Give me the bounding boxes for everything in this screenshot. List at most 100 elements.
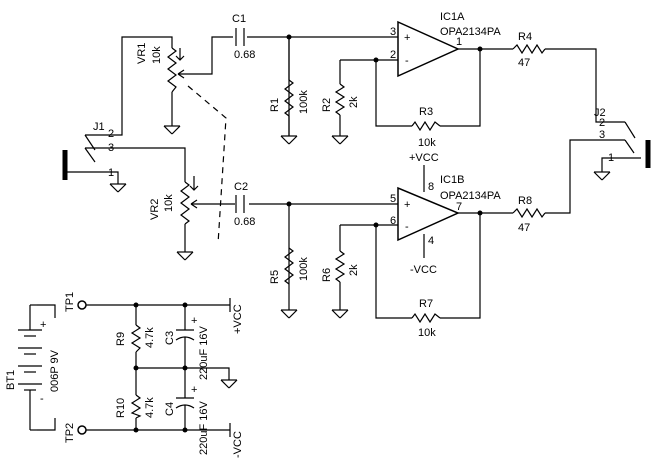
capacitor-c4: + C4 220uF 16V <box>164 384 210 455</box>
gang-link-dashed <box>187 85 227 245</box>
r4-ref: R4 <box>518 31 532 43</box>
opamp-ic1b: + - 5 6 7 8 4 IC1B OPA2134PA +VCC -VCC <box>390 152 501 276</box>
c2-ref: C2 <box>234 181 248 193</box>
ground-icon <box>280 309 298 319</box>
ic1b-vcc-neg: -VCC <box>410 264 437 276</box>
junction-dots <box>133 34 483 433</box>
capacitor-c1: C1 0.68 <box>232 13 255 61</box>
resistor-r3: R3 10k <box>411 106 441 149</box>
ic1a-part: OPA2134PA <box>440 26 501 38</box>
wires <box>29 36 641 431</box>
r1-ref: R1 <box>269 98 281 112</box>
resistor-r9: R9 4.7k <box>115 324 156 353</box>
r5-value: 100k <box>298 257 310 281</box>
ground-icon <box>331 309 349 319</box>
opamp-ic1a: + - 3 2 1 IC1A OPA2134PA <box>390 11 501 78</box>
bt1-plus-sign: + <box>40 319 46 331</box>
r3-value: 10k <box>418 137 436 149</box>
ic1b-pin8: 8 <box>428 181 434 193</box>
ground-icon <box>163 125 181 135</box>
r9-ref: R9 <box>115 332 127 346</box>
ground-icon <box>280 135 298 145</box>
r8-value: 47 <box>518 222 530 234</box>
r8-ref: R8 <box>518 195 532 207</box>
rail-vcc-neg-label: -VCC <box>232 431 244 458</box>
rail-vcc-pos: +VCC <box>229 298 244 334</box>
r5-ref: R5 <box>269 270 281 284</box>
tp2-label: TP2 <box>64 423 76 443</box>
ic1b-vcc-pos: +VCC <box>409 152 439 164</box>
jack-j2: J2 2 3 1 <box>593 107 651 181</box>
ic1b-pin6: 6 <box>390 215 396 227</box>
ic1a-ref: IC1A <box>440 11 465 23</box>
c3-value: 220uF 16V <box>198 326 210 380</box>
j1-pin2: 2 <box>108 128 114 140</box>
j2-pin3: 3 <box>599 129 605 141</box>
ic1a-pin3: 3 <box>390 26 396 38</box>
rail-vcc-pos-label: +VCC <box>232 304 244 334</box>
ic1a-pin1: 1 <box>456 36 462 48</box>
ic1b-minus-sign: - <box>405 221 409 233</box>
capacitor-c3: + C3 220uF 16V <box>164 315 210 380</box>
capacitor-c2: C2 0.68 <box>234 181 255 228</box>
j2-label: J2 <box>594 107 606 119</box>
r1-value: 100k <box>298 90 310 114</box>
resistor-r8: R8 47 <box>512 195 546 234</box>
ic1b-part: OPA2134PA <box>440 190 501 202</box>
r10-value: 4.7k <box>144 397 156 418</box>
jack-j1: J1 2 3 1 <box>62 121 127 193</box>
ground-icon <box>109 183 127 193</box>
battery-bt1: + - BT1 006P 9V <box>5 319 61 405</box>
resistor-r2: R2 2k <box>321 83 360 145</box>
testpoint-tp1: TP1 <box>64 292 87 312</box>
ground-icon <box>220 379 238 389</box>
c4-plus-sign: + <box>191 384 197 396</box>
potentiometer-vr2: VR2 10k <box>149 176 199 261</box>
testpoint-tp2: TP2 <box>64 423 87 443</box>
vr1-ref: VR1 <box>136 43 148 64</box>
vr1-value: 10k <box>151 46 163 64</box>
rail-vcc-neg: -VCC <box>229 423 244 458</box>
ic1b-pin5: 5 <box>390 193 396 205</box>
bt1-minus-sign: - <box>40 393 44 405</box>
ic1b-pin7: 7 <box>456 201 462 213</box>
r3-ref: R3 <box>419 106 433 118</box>
c1-value: 0.68 <box>234 49 255 61</box>
vr2-value: 10k <box>163 194 175 212</box>
ic1a-pin2: 2 <box>390 49 396 61</box>
c1-ref: C1 <box>232 13 246 25</box>
resistor-r10: R10 4.7k <box>115 394 156 419</box>
r9-value: 4.7k <box>144 327 156 348</box>
resistor-r4: R4 47 <box>512 31 546 69</box>
c2-value: 0.68 <box>234 216 255 228</box>
j1-pin1: 1 <box>108 167 114 179</box>
r2-ref: R2 <box>321 98 333 112</box>
c3-plus-sign: + <box>191 315 197 327</box>
ic1b-pin4: 4 <box>428 235 434 247</box>
ground-icon <box>176 251 194 261</box>
bt1-ref: BT1 <box>5 370 17 390</box>
ic1a-minus-sign: - <box>405 55 409 67</box>
r6-ref: R6 <box>321 268 333 282</box>
ground-icon <box>331 135 349 145</box>
ic1b-plus-sign: + <box>404 199 410 211</box>
r7-value: 10k <box>418 327 436 339</box>
bt1-part: 006P 9V <box>49 349 61 392</box>
resistor-r7: R7 10k <box>411 298 441 339</box>
r7-ref: R7 <box>419 298 433 310</box>
tp1-label: TP1 <box>64 292 76 312</box>
resistor-r6: R6 2k <box>321 250 360 319</box>
vr2-ref: VR2 <box>149 199 161 220</box>
j1-pin3: 3 <box>108 142 114 154</box>
resistor-r1: R1 100k <box>269 37 310 145</box>
c4-ref: C4 <box>164 402 176 416</box>
r6-value: 2k <box>348 264 360 276</box>
c4-value: 220uF 16V <box>198 401 210 455</box>
j1-label: J1 <box>93 121 105 133</box>
ground-icon <box>593 171 611 181</box>
j2-pin1: 1 <box>608 152 614 164</box>
r4-value: 47 <box>518 57 530 69</box>
c3-ref: C3 <box>164 331 176 345</box>
r10-ref: R10 <box>115 398 127 418</box>
